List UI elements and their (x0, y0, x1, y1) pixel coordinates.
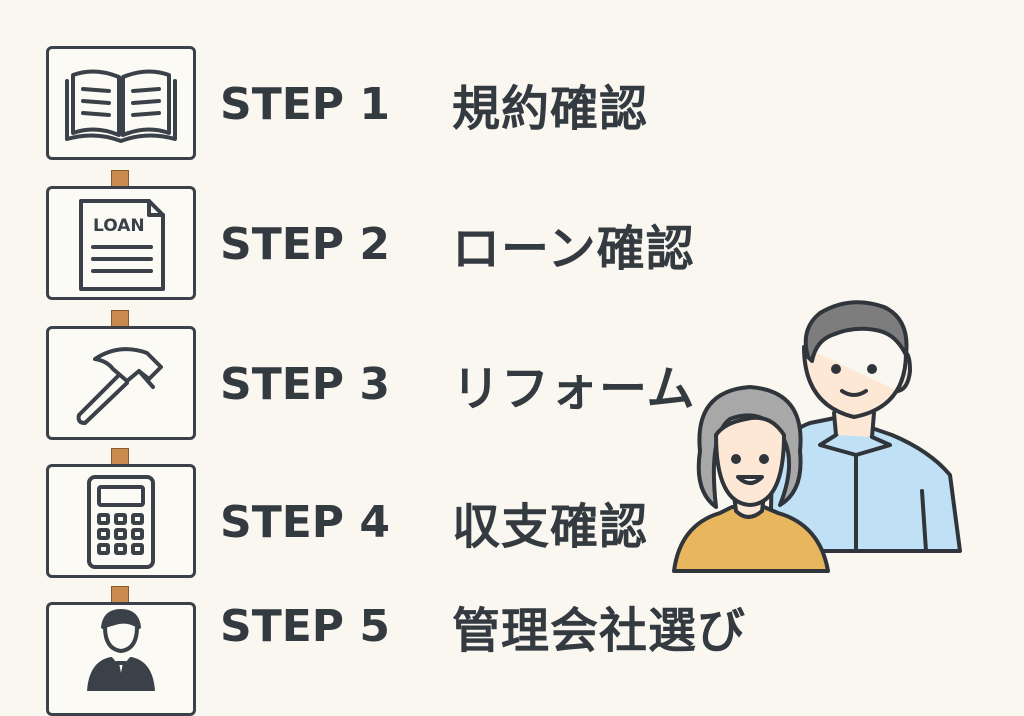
loan-icon-text: LOAN (93, 216, 145, 236)
step-number: STEP 2 (220, 218, 390, 270)
businessperson-icon (87, 609, 155, 692)
elderly-couple-illustration (672, 300, 962, 573)
step-2-label: STEP 2 ローン確認 (220, 214, 695, 278)
hammer-icon (76, 347, 163, 425)
step-number: STEP 5 (220, 600, 390, 652)
step-4-icon-card (46, 464, 196, 578)
step-1-label: STEP 1 規約確認 (220, 74, 648, 138)
step-3-icon-card (46, 326, 196, 440)
woman-hair (696, 385, 803, 509)
man-face (802, 345, 912, 419)
open-book-icon (65, 69, 177, 143)
step-2-icon-card: LOAN (46, 186, 196, 300)
step-number: STEP 3 (220, 358, 390, 410)
step-title: 規約確認 (452, 81, 649, 137)
step-4-label: STEP 4 収支確認 (220, 492, 648, 556)
loan-document-icon: LOAN (79, 199, 165, 291)
step-title: 収支確認 (452, 499, 649, 555)
woman-face (714, 415, 786, 507)
step-5-icon-card (46, 602, 196, 716)
step-3-label: STEP 3 リフォーム (220, 354, 696, 418)
calculator-icon (87, 475, 155, 569)
step-title: ローン確認 (452, 221, 695, 277)
step-title: 管理会社選び (452, 603, 747, 659)
step-5-label: STEP 5 管理会社選び (220, 596, 746, 660)
step-1-icon-card (46, 46, 196, 160)
step-number: STEP 1 (220, 78, 390, 130)
step-number: STEP 4 (220, 496, 390, 548)
step-title: リフォーム (452, 361, 696, 417)
man-hair (803, 300, 909, 363)
